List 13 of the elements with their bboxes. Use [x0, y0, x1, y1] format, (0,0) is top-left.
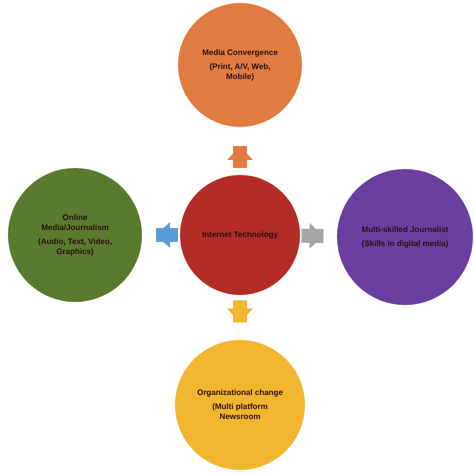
node-text: Media Convergence	[202, 48, 278, 58]
node-text: (Skills in digital media)	[362, 239, 448, 249]
node-text: Organizational change	[197, 388, 283, 398]
node-text: Internet Technology	[202, 230, 278, 240]
node-text: (Audio, Text, Video, Graphics)	[37, 237, 113, 257]
node-text: (Print, A/V, Web, Mobile)	[208, 62, 272, 82]
block-arrow	[156, 222, 178, 248]
block-arrow	[227, 300, 253, 322]
node-text: Multi-skilled Journalist	[362, 225, 448, 235]
node-text: Online Media/Journalism	[40, 213, 110, 233]
block-arrow	[301, 222, 324, 249]
node-text: (Multi platform Newsroom	[211, 402, 269, 422]
block-arrow	[227, 146, 253, 168]
